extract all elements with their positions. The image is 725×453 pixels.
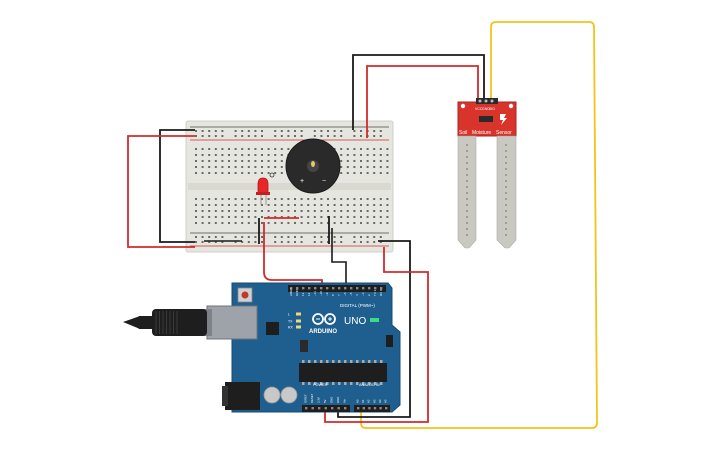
digital-pin-label: ~5 <box>349 292 353 296</box>
power-pin-label: Vin <box>343 399 347 403</box>
capacitor-2 <box>280 386 298 404</box>
brand-label: ARDUINO <box>309 329 337 335</box>
wire-red-rail-to-5v <box>324 247 429 423</box>
digital-pin-label: 12 <box>307 292 311 296</box>
power-pin-label: RESET <box>310 393 314 403</box>
usb-chip <box>266 322 279 335</box>
buzzer-plus-label: + <box>300 178 304 185</box>
bottom-pins <box>305 407 388 410</box>
digital-pin-label: GND <box>295 289 299 297</box>
wire-black-to-sensor-gnd <box>352 54 485 130</box>
sensor-pin-vcc-label: VCC <box>475 107 483 111</box>
digital-pin-label: ~10 <box>319 291 323 296</box>
red-led <box>256 177 270 205</box>
analog-pin-label: A1 <box>361 399 365 403</box>
power-pin-label: IOREF <box>304 394 308 403</box>
power-pin-label: 3.3V <box>317 397 321 403</box>
chip-legs <box>302 360 383 385</box>
digital-pin-label: ~9 <box>325 292 329 296</box>
sensor-pin-sig-label: SIG <box>489 107 495 111</box>
digital-pin-label: 7 <box>337 294 341 296</box>
sensor-label-soil: Soil <box>459 130 467 136</box>
digital-pin-label: ~3 <box>361 292 365 296</box>
usb-cable <box>123 309 207 336</box>
analog-pin-label: A5 <box>384 399 388 403</box>
analog-pin-label: A4 <box>378 399 382 403</box>
digital-pin-label: 8 <box>331 294 335 296</box>
wire-red-left-loop <box>127 135 195 248</box>
crystal <box>300 340 308 352</box>
usb-port <box>206 305 258 340</box>
cable-ribs <box>155 311 178 334</box>
digital-pin-label: TX 1 <box>373 289 377 296</box>
soil-moisture-sensor: VCC GND SIG Soil Moisture Sensor <box>457 98 517 249</box>
digital-pin-label: ~6 <box>343 292 347 296</box>
power-pin-label: GND <box>330 397 334 403</box>
model-label: UNO <box>344 316 366 327</box>
icsp-header <box>386 335 393 347</box>
microcontroller-chip <box>299 363 387 382</box>
power-label: POWER <box>313 383 328 387</box>
analog-label: ANALOG IN <box>359 383 380 387</box>
sensor-label-moisture: Moisture <box>472 130 491 136</box>
wire-black-rail-to-gnd <box>337 240 411 418</box>
piezo-buzzer: + − <box>285 138 341 194</box>
arduino-logo-icon <box>312 313 336 325</box>
power-pin-label: 5V <box>323 399 327 403</box>
analog-header <box>354 405 390 412</box>
sensor-pin-gnd-label: GND <box>482 107 490 111</box>
probe-traces <box>466 144 507 236</box>
analog-pin-label: A0 <box>356 399 360 403</box>
digital-pin-label: 13 <box>301 292 305 296</box>
digital-pin-label: RX 0 <box>379 289 383 296</box>
reset-button-cap <box>241 291 249 299</box>
wire-black-buzzer-to-pin <box>331 228 347 290</box>
digital-pin-label: ~11 <box>313 291 317 296</box>
power-pin-label: GND <box>336 397 340 403</box>
digital-header <box>288 285 386 292</box>
digital-pins <box>290 287 383 290</box>
board-led-label: TX <box>288 320 293 324</box>
on-led <box>370 318 379 322</box>
breadboard <box>185 120 394 253</box>
wire-yellow-sensor-signal <box>360 21 598 429</box>
power-jack <box>225 382 260 410</box>
resistor-lead <box>269 172 275 178</box>
wire-red-led-to-pin <box>263 222 323 290</box>
digital-pin-label: 2 <box>367 294 371 296</box>
board-led-label: RX <box>288 326 294 330</box>
board-led <box>296 319 301 323</box>
wire-black-left-loop <box>159 129 195 243</box>
board-led-label: L <box>288 313 290 317</box>
analog-pin-label: A2 <box>367 399 371 403</box>
digital-pin-label: 4 <box>355 294 359 296</box>
analog-pin-label: A3 <box>372 399 376 403</box>
digital-pin-label: AREF <box>289 288 293 296</box>
buzzer-minus-label: − <box>322 178 326 185</box>
board-leds: L TX RX <box>288 312 301 330</box>
board-led <box>296 312 301 316</box>
wire-red-to-sensor-vcc <box>366 65 479 138</box>
sensor-label-sensor: Sensor <box>496 130 512 136</box>
digital-label: DIGITAL (PWM~) <box>340 303 375 308</box>
wires <box>127 21 598 429</box>
capacitor-1 <box>263 386 281 404</box>
board-led <box>296 325 301 329</box>
